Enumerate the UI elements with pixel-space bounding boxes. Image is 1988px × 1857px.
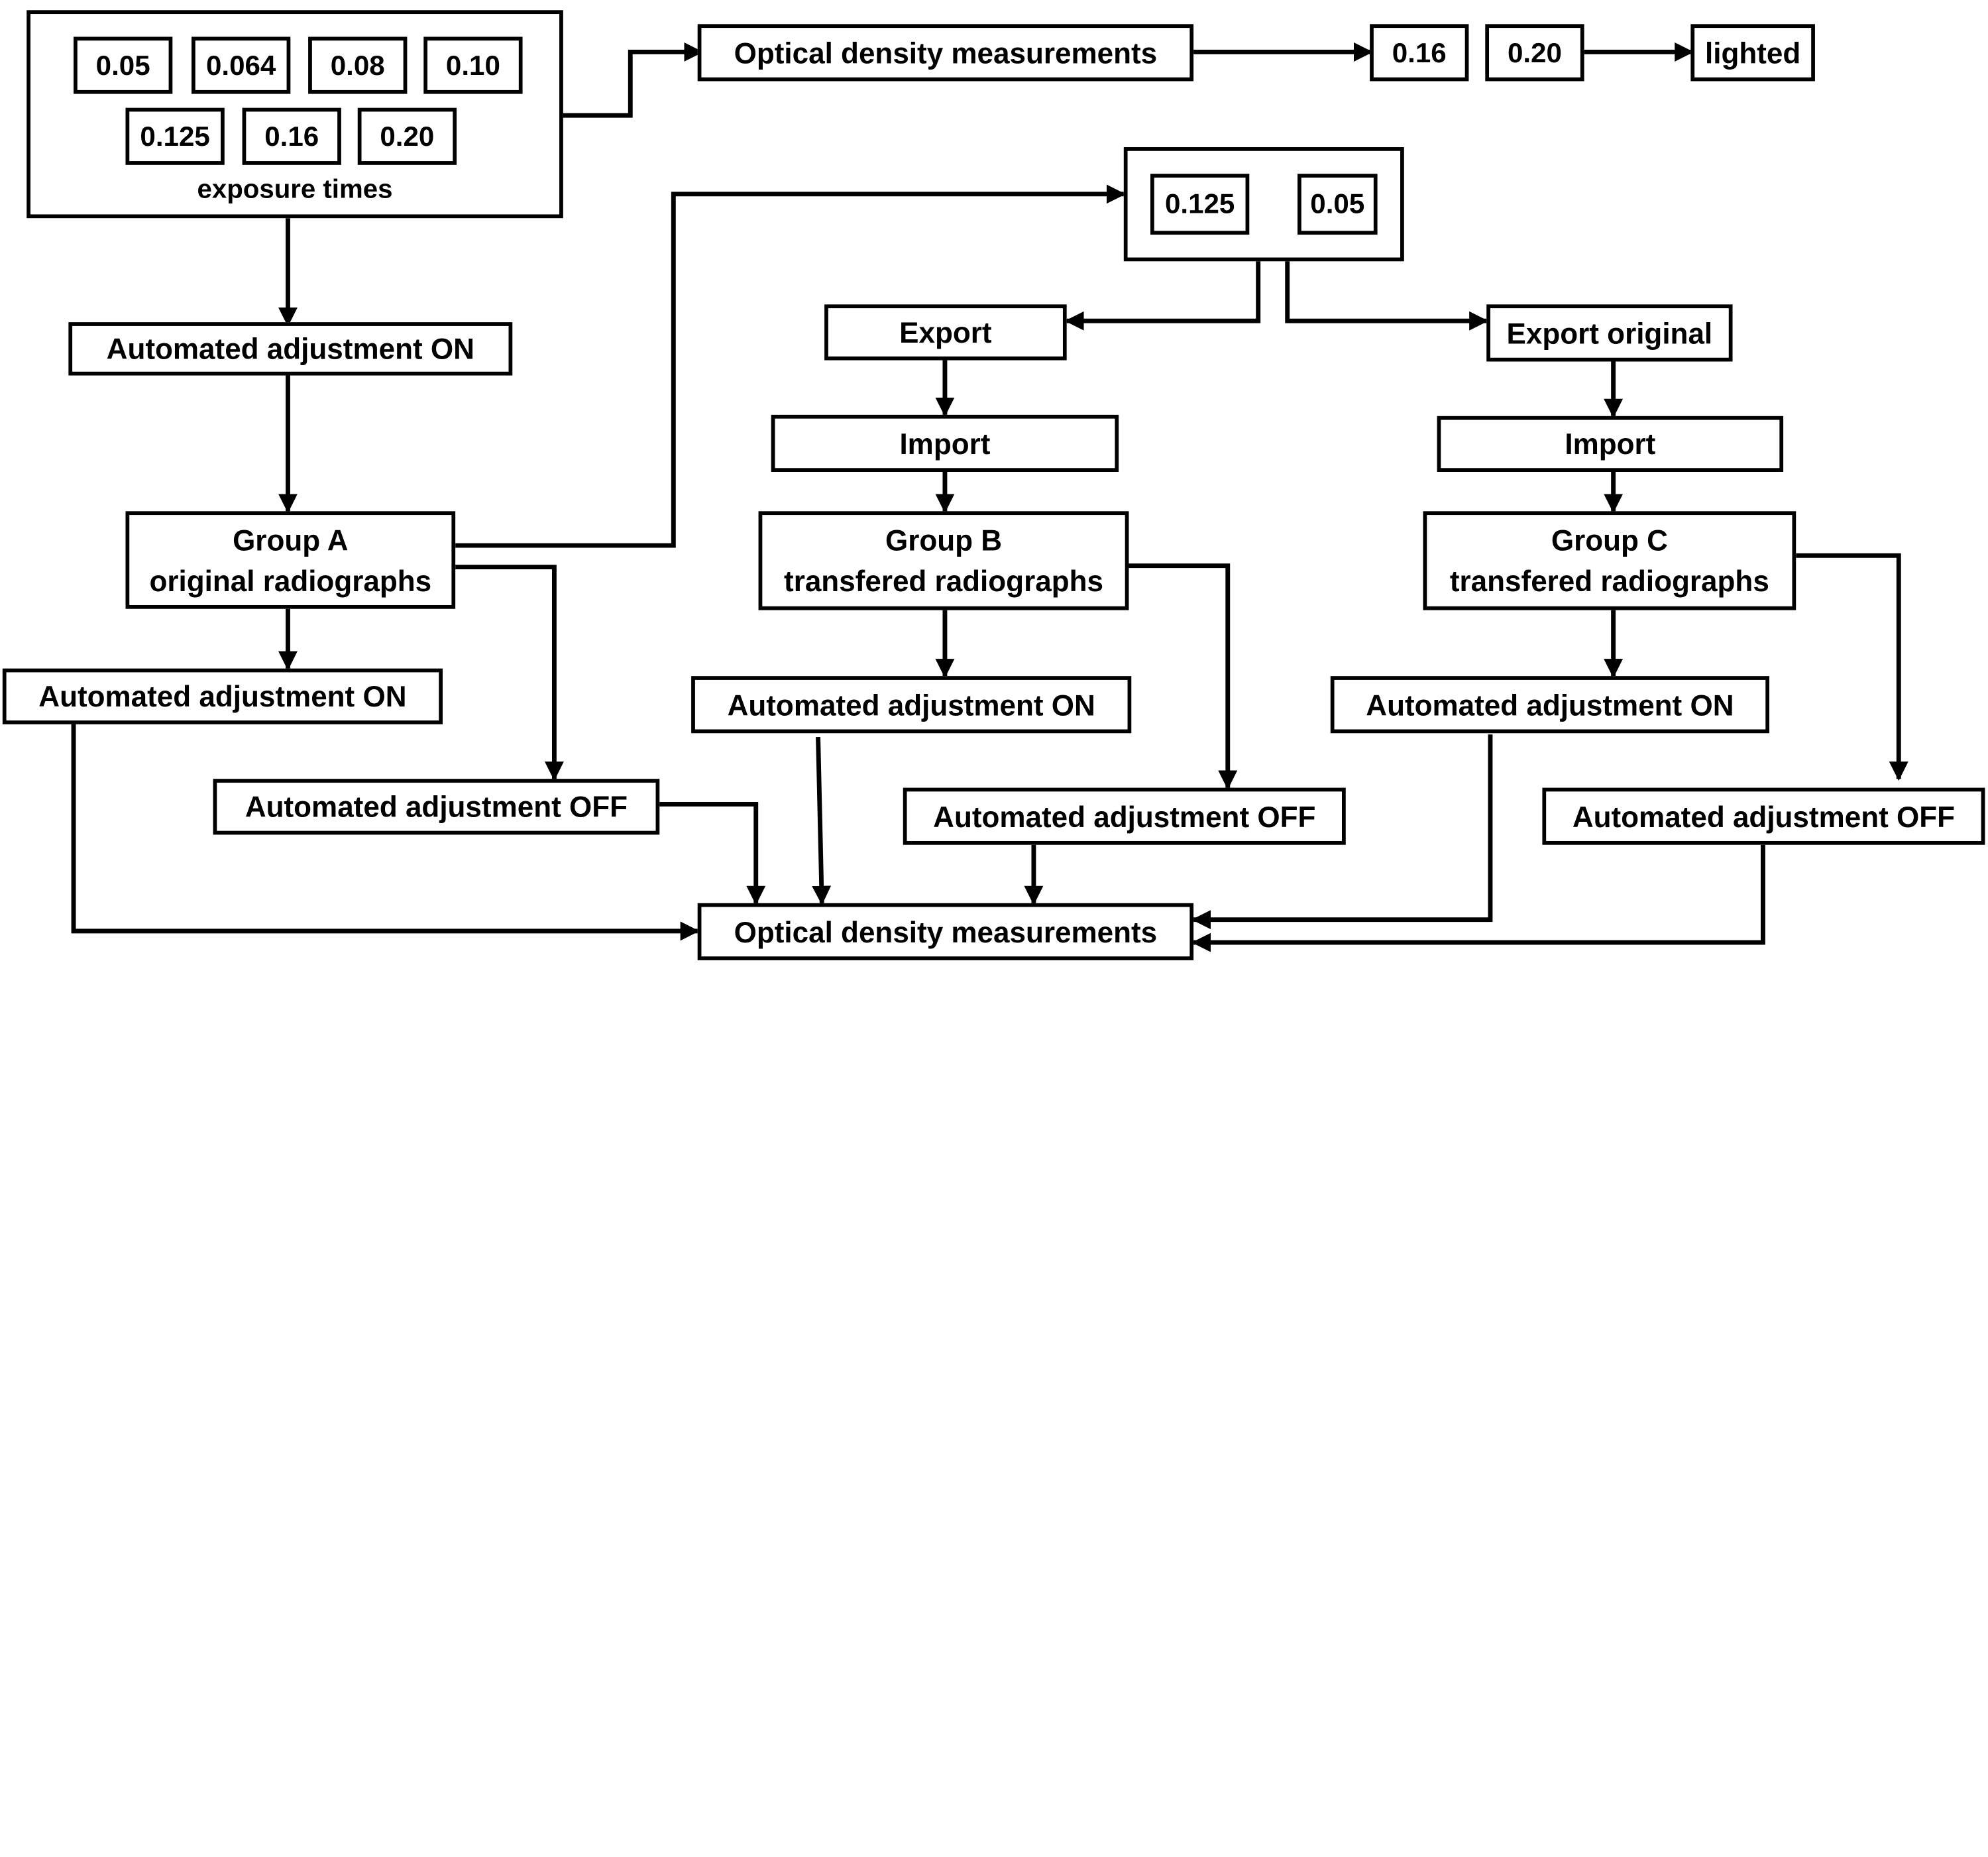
group-b-subtitle: transfered radiographs [784, 564, 1103, 598]
arrow-selected-to-export-original [1285, 260, 1489, 331]
group-b-box: Group B transfered radiographs [758, 511, 1129, 610]
arrow-group-a-to-off [455, 565, 564, 781]
arrow-group-c-to-off [1796, 553, 1908, 781]
exposure-times-caption: exposure times [197, 175, 393, 205]
group-c-adjust-off: Automated adjustment OFF [1542, 787, 1985, 845]
arrow-selected-to-export [1064, 260, 1261, 331]
group-a-box: Group A original radiographs [125, 511, 456, 609]
import-b-box: Import [771, 414, 1119, 473]
group-a-adjust-on: Automated adjustment ON [2, 668, 443, 724]
group-c-adjust-on: Automated adjustment ON [1330, 676, 1770, 734]
group-b-adjust-off: Automated adjustment OFF [903, 787, 1346, 845]
exposure-value-box: 0.08 [308, 36, 408, 94]
arrow-c-on-to-final [1191, 734, 1493, 930]
selected-value-box: 0.125 [1150, 174, 1250, 235]
import-c-box: Import [1437, 416, 1784, 473]
group-b-adjust-on: Automated adjustment ON [691, 676, 1132, 734]
group-c-title: Group C [1551, 524, 1668, 557]
arrow-c-off-to-final [1191, 844, 1765, 952]
value-box-020: 0.20 [1485, 24, 1584, 82]
lighted-box: lighted [1690, 24, 1815, 82]
optical-density-measurements-final: Optical density measurements [697, 903, 1194, 960]
connector-layer [71, 42, 1908, 952]
optical-density-measurements-top: Optical density measurements [697, 24, 1194, 82]
arrow-group-a-to-selected [455, 184, 1126, 548]
group-a-title: Group A [233, 523, 349, 557]
exposure-value-box: 0.20 [357, 107, 457, 165]
group-c-box: Group C transfered radiographs [1423, 511, 1796, 610]
value-box-016: 0.16 [1370, 24, 1469, 82]
adjust-on-box: Automated adjustment ON [68, 322, 513, 376]
export-box: Export [824, 304, 1067, 361]
export-original-box: Export original [1486, 304, 1733, 362]
exposure-value-box: 0.05 [74, 36, 173, 94]
selected-value-box: 0.05 [1298, 174, 1378, 235]
arrow-group-b-to-off [1127, 563, 1238, 790]
group-c-subtitle: transfered radiographs [1449, 564, 1769, 598]
arrow-b-on-to-final [812, 736, 832, 905]
arrow-a-on-to-final [71, 722, 700, 941]
exposure-value-box: 0.064 [192, 36, 291, 94]
group-a-adjust-off: Automated adjustment OFF [213, 779, 660, 835]
group-a-subtitle: original radiographs [149, 563, 432, 597]
exposure-value-box: 0.125 [125, 107, 225, 165]
arrow-exposure-to-measurements-top [561, 42, 704, 118]
exposure-value-box: 0.16 [242, 107, 341, 165]
group-b-title: Group B [885, 524, 1003, 557]
exposure-value-box: 0.10 [423, 36, 523, 94]
arrow-a-off-to-final [658, 802, 766, 905]
